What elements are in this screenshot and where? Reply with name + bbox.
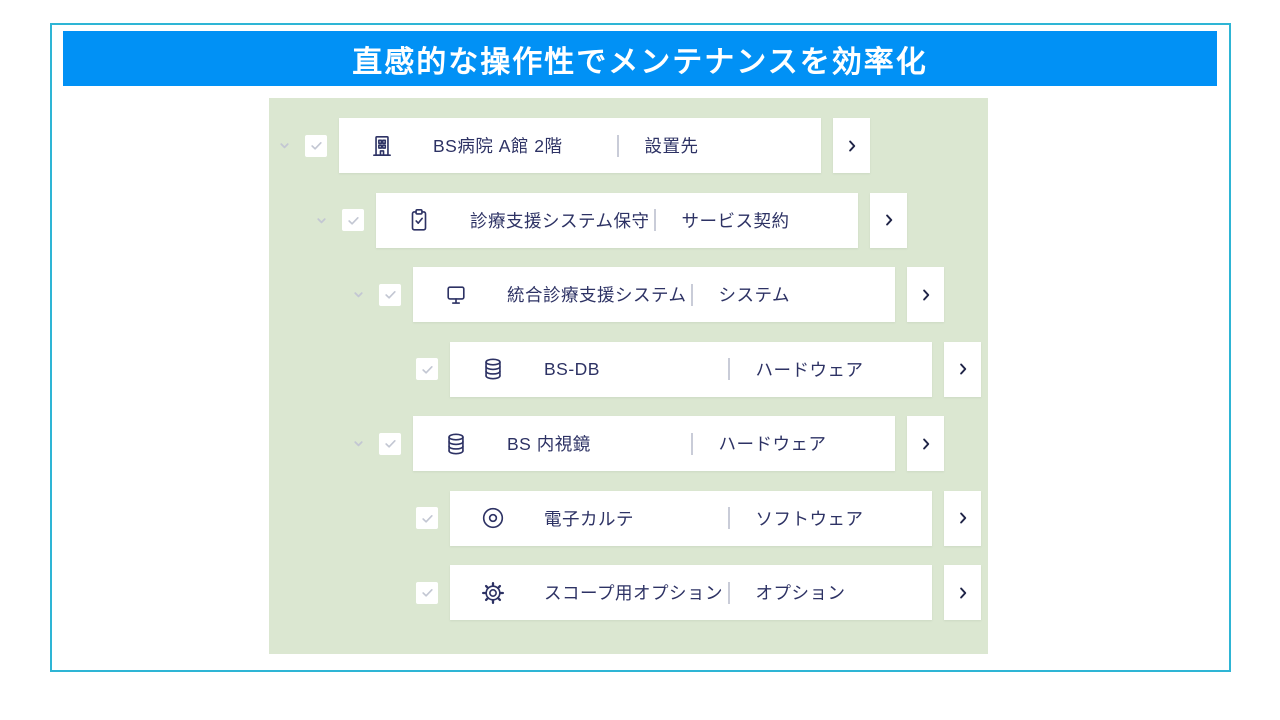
row-checkbox[interactable] [416, 581, 438, 604]
category-divider [728, 581, 730, 604]
row-checkbox[interactable] [379, 432, 401, 455]
row-checkbox[interactable] [416, 507, 438, 529]
row-checkbox[interactable] [305, 134, 327, 157]
building-icon [369, 133, 395, 159]
gear-icon [480, 580, 506, 606]
row-category: 設置先 [644, 136, 699, 156]
tree-row: BS 内視鏡 ハードウェア [343, 416, 988, 471]
tree-row-card[interactable]: 診療支援システム保守 サービス契約 [376, 192, 858, 248]
row-name: スコープ用オプション [544, 583, 723, 603]
category-divider [691, 432, 693, 455]
clipboard-check-icon [406, 207, 432, 233]
database-icon [480, 356, 506, 382]
chevron-right-button[interactable] [907, 267, 944, 322]
disc-icon [480, 505, 506, 531]
chevron-down-icon[interactable] [351, 437, 365, 451]
category-divider [728, 358, 730, 380]
tree-panel: BS病院 A館 2階 設置先 診療支援システム保守 [269, 98, 988, 654]
tree-row-card[interactable]: BS病院 A館 2階 設置先 [339, 118, 821, 173]
tree-row: 診療支援システム保守 サービス契約 [306, 192, 988, 248]
monitor-icon [443, 282, 469, 308]
row-name: 統合診療支援システム [507, 285, 687, 305]
chevron-right-button[interactable] [907, 416, 944, 471]
row-name: 診療支援システム保守 [470, 210, 650, 231]
tree-row: スコープ用オプション オプション [380, 565, 988, 620]
row-name: BS-DB [544, 358, 600, 379]
content-frame: 直感的な操作性でメンテナンスを効率化 BS病院 A館 2階 設置先 [50, 23, 1231, 672]
tree-row: BS病院 A館 2階 設置先 [269, 118, 988, 173]
row-checkbox[interactable] [416, 358, 438, 380]
category-divider [617, 134, 619, 157]
tree-row-card[interactable]: BS 内視鏡 ハードウェア [413, 416, 895, 471]
row-name: 電子カルテ [544, 508, 634, 529]
tree-row-card[interactable]: スコープ用オプション オプション [450, 565, 932, 620]
database-icon [443, 431, 469, 457]
row-checkbox[interactable] [379, 283, 401, 306]
row-category: ハードウェア [718, 434, 827, 454]
tree-row: 電子カルテ ソフトウェア [380, 490, 988, 546]
row-category: オプション [755, 583, 846, 603]
row-name: BS 内視鏡 [507, 434, 591, 454]
page-title: 直感的な操作性でメンテナンスを効率化 [352, 45, 928, 79]
row-category: ハードウェア [755, 359, 864, 380]
tree-row-card[interactable]: 電子カルテ ソフトウェア [450, 490, 932, 546]
row-checkbox[interactable] [342, 209, 364, 231]
chevron-right-button[interactable] [944, 490, 981, 546]
chevron-down-icon[interactable] [277, 139, 291, 153]
row-name: BS病院 A館 2階 [433, 136, 563, 156]
tree-row-card[interactable]: BS-DB ハードウェア [450, 341, 932, 397]
row-category: サービス契約 [681, 210, 790, 231]
category-divider [654, 209, 656, 231]
category-divider [728, 507, 730, 529]
chevron-right-button[interactable] [833, 118, 870, 173]
tree-row: BS-DB ハードウェア [380, 341, 988, 397]
tree-row: 統合診療支援システム システム [343, 267, 988, 322]
chevron-right-button[interactable] [944, 565, 981, 620]
chevron-right-button[interactable] [944, 341, 981, 397]
row-category: ソフトウェア [755, 508, 864, 529]
tree-row-card[interactable]: 統合診療支援システム システム [413, 267, 895, 322]
title-banner: 直感的な操作性でメンテナンスを効率化 [63, 31, 1217, 86]
chevron-down-icon[interactable] [351, 288, 365, 302]
chevron-down-icon[interactable] [314, 213, 328, 227]
chevron-right-button[interactable] [870, 192, 907, 248]
row-category: システム [718, 285, 790, 305]
category-divider [691, 283, 693, 306]
